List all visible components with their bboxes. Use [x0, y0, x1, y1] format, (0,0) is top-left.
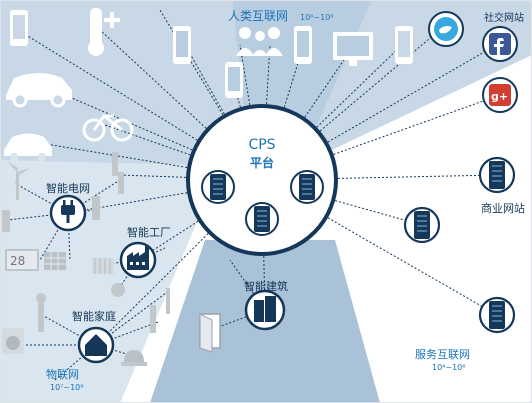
social-badges: g+: [428, 11, 518, 113]
google-plus-badge[interactable]: g+: [482, 77, 518, 113]
smart-home-label: 智能家庭: [72, 309, 116, 323]
smart-factory-label: 智能工厂: [127, 225, 171, 239]
bicycle-icon: [82, 113, 134, 142]
lamp-icon: [38, 298, 44, 332]
alarm-light-icon: [121, 350, 147, 366]
washing-machine-icon: [2, 328, 24, 354]
iot-range: 10⁷~10⁹: [50, 383, 83, 392]
service-nodes: [403, 156, 516, 334]
smartphone-icon: [173, 26, 191, 64]
business-sites-label: 商业网站: [481, 201, 525, 215]
section-labels: 人类互联网 10⁶~10⁹ 社交网站 商业网站 服务互联网 10⁴~10⁶ 智能…: [46, 9, 525, 392]
meter-icon: [92, 196, 100, 220]
human-internet-icons: [4, 8, 413, 176]
door-icon: [199, 313, 221, 353]
server-icon: [210, 174, 226, 200]
meter-icon: [118, 172, 124, 194]
smartphone-icon: [225, 62, 243, 98]
stacked-boxes-icon: [92, 258, 114, 274]
thermostat-icon: [150, 305, 156, 333]
car-icon: [6, 73, 72, 108]
smartphone-icon: [10, 10, 28, 46]
business-node-1[interactable]: [478, 156, 516, 194]
tools-icon: [111, 283, 125, 297]
lamp-head-icon: [36, 293, 46, 303]
thermometer-icon: [88, 8, 120, 56]
platform-server-1: [201, 170, 235, 204]
electric-pole-icon: [112, 152, 118, 176]
monitor-icon: [333, 32, 373, 66]
smart-building-label: 智能建筑: [244, 279, 288, 293]
building-icon: [254, 296, 276, 322]
server-icon: [489, 161, 505, 189]
counter-readout: 28: [10, 254, 25, 268]
smart-building-hub[interactable]: [244, 289, 286, 331]
electric-car-icon: [4, 133, 52, 161]
solar-panel-icon: [44, 252, 66, 270]
smartphone-icon: [294, 26, 312, 64]
service-node[interactable]: [478, 296, 516, 334]
iot-label: 物联网: [46, 367, 79, 381]
platform-server-2: [290, 170, 324, 204]
server-icon: [414, 211, 430, 239]
human-internet-range: 10⁶~10⁹: [300, 13, 333, 22]
person-group-icon: [236, 27, 283, 56]
smart-factory-hub[interactable]: [119, 241, 157, 279]
cps-platform[interactable]: CPS 平台: [186, 104, 338, 256]
smart-hubs: [49, 194, 286, 364]
server-icon: [299, 174, 315, 200]
wind-turbine-icon: [8, 162, 30, 200]
service-internet-label: 服务互联网: [415, 348, 470, 361]
svg-text:g+: g+: [491, 90, 508, 103]
business-node-2[interactable]: [403, 206, 441, 244]
smart-grid-label: 智能电网: [46, 181, 90, 195]
social-sites-label: 社交网站: [484, 11, 524, 24]
service-internet-range: 10⁴~10⁶: [432, 363, 465, 372]
factory-icon: [127, 246, 149, 270]
cps-subtitle: 平台: [250, 155, 274, 170]
display-panel: 28: [5, 249, 39, 271]
smart-home-hub[interactable]: [77, 326, 115, 364]
smartphone-icon: [395, 26, 413, 64]
plug-icon: [61, 200, 75, 223]
twitter-badge[interactable]: [428, 11, 464, 47]
smart-grid-hub[interactable]: [49, 194, 87, 232]
server-icon: [254, 206, 270, 232]
battery-icon: [2, 210, 10, 232]
human-internet-label: 人类互联网: [228, 9, 288, 23]
platform-server-3: [245, 202, 279, 236]
cps-title: CPS: [248, 137, 275, 153]
server-icon: [489, 301, 505, 329]
sensor-icon: [166, 288, 170, 314]
facebook-badge[interactable]: [482, 26, 518, 62]
house-icon: [85, 334, 107, 356]
device-icons-gray: 28: [2, 162, 221, 366]
google-plus-icon: [489, 84, 511, 106]
